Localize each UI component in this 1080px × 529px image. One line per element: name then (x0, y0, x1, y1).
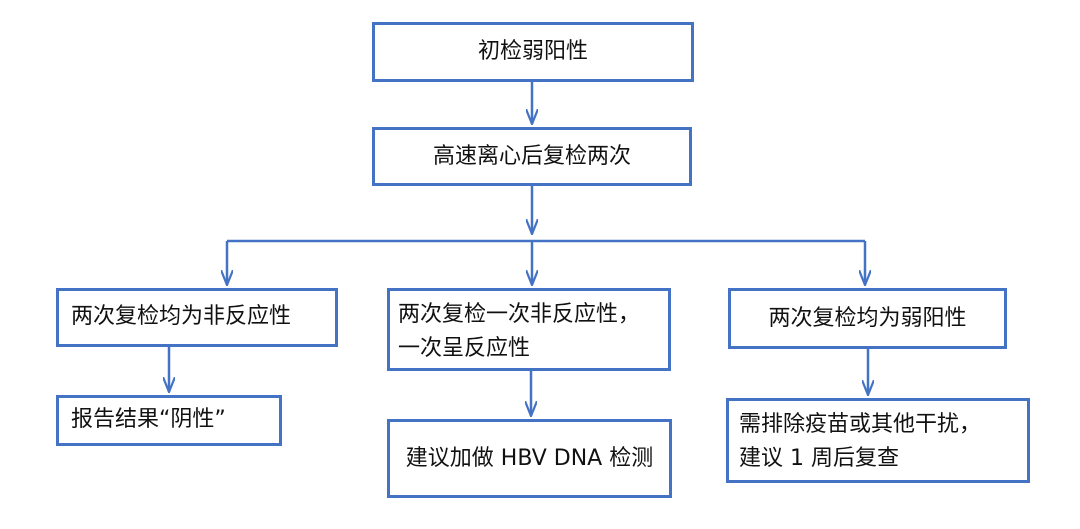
node-label-line-1: 需排除疫苗或其他干扰， (739, 412, 982, 437)
node-label: 建议加做 HBV DNA 检测 (405, 445, 654, 471)
node-exclude-interference: 需排除疫苗或其他干扰， 建议 1 周后复查 (726, 398, 1030, 483)
node-label: 报告结果“阴性” (71, 407, 226, 432)
node-label: 初检弱阳性 (477, 39, 588, 64)
node-label: 两次复检均为弱阳性 (768, 305, 967, 331)
node-hbv-dna-test: 建议加做 HBV DNA 检测 (387, 419, 672, 498)
node-label: 高速离心后复检两次 (432, 143, 631, 169)
node-label-line-1: 两次复检一次非反应性， (398, 302, 641, 327)
node-label: 两次复检均为非反应性 (71, 304, 292, 329)
node-label-line-2: 一次呈反应性 (398, 336, 531, 361)
node-centrifuge-retest: 高速离心后复检两次 (372, 127, 692, 186)
node-one-reactive: 两次复检一次非反应性， 一次呈反应性 (387, 288, 671, 371)
node-both-weak-positive: 两次复检均为弱阳性 (728, 288, 1007, 349)
node-label-line-2: 建议 1 周后复查 (739, 446, 899, 471)
node-initial-weak-positive: 初检弱阳性 (372, 22, 694, 82)
node-report-negative: 报告结果“阴性” (56, 395, 282, 446)
node-both-nonreactive: 两次复检均为非反应性 (56, 288, 338, 347)
